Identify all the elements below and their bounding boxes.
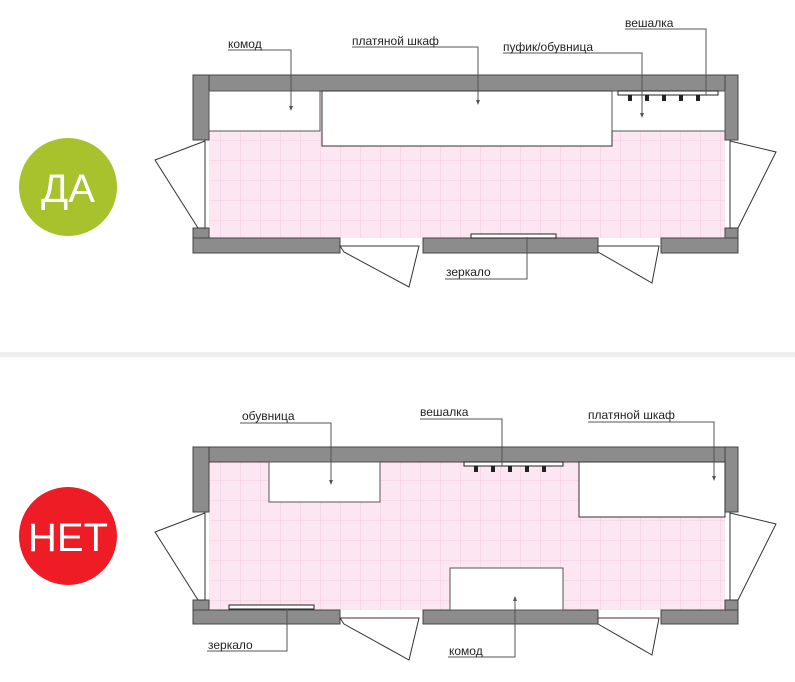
label-shoe-rack: обувница — [242, 409, 295, 423]
walls-correct — [192, 74, 739, 254]
plan-incorrect: НЕТ обувница вешалка платяной шкаф зерка… — [19, 405, 777, 661]
door-left — [154, 140, 206, 229]
door-left — [154, 512, 206, 601]
doors-incorrect — [154, 512, 777, 661]
badge-yes: ДА — [19, 138, 117, 236]
dresser-incorrect — [449, 567, 564, 611]
mirror-correct — [470, 233, 557, 239]
label-wardrobe: платяной шкаф — [588, 408, 675, 422]
hanger-hook — [628, 95, 632, 101]
badge-yes-circle — [19, 138, 117, 236]
badge-no-label: НЕТ — [28, 516, 108, 560]
door-bottom-1 — [339, 245, 420, 288]
shoe-rack-incorrect — [268, 461, 381, 503]
label-mirror: зеркало — [208, 638, 253, 652]
badge-yes-label: ДА — [41, 167, 95, 211]
doors-correct — [154, 140, 777, 288]
label-mirror: зеркало — [446, 265, 491, 279]
dresser-correct — [208, 90, 321, 132]
coat-hanger-incorrect — [463, 461, 564, 472]
mirror-incorrect — [228, 604, 315, 610]
label-dresser: комод — [449, 644, 483, 658]
hanger-hook — [662, 95, 666, 101]
door-bottom-2 — [597, 245, 660, 284]
badge-no: НЕТ — [19, 487, 117, 585]
leaders-incorrect — [207, 418, 715, 658]
hanger-hook — [542, 466, 546, 472]
label-coat-hanger: вешалка — [420, 405, 469, 419]
leaders-correct — [228, 28, 707, 280]
walls-incorrect — [192, 446, 739, 625]
plan-correct: ДА комод платяной шкаф пуфик/обувница ве… — [19, 16, 777, 288]
wardrobe-correct — [321, 90, 613, 147]
label-pouf-shoe-rack: пуфик/обувница — [503, 40, 593, 54]
leader-arrows-incorrect — [329, 476, 716, 601]
label-coat-hanger: вешалка — [625, 16, 674, 30]
hanger-hook — [645, 95, 649, 101]
leader-arrows-correct — [289, 100, 644, 118]
coat-hanger-correct — [617, 90, 719, 101]
hanger-hook — [679, 95, 683, 101]
badge-no-circle — [19, 487, 117, 585]
door-right — [729, 512, 777, 601]
hanger-hook — [525, 466, 529, 472]
label-wardrobe: платяной шкаф — [352, 34, 439, 48]
section-divider — [0, 352, 795, 357]
hanger-hook — [696, 95, 700, 101]
door-bottom-2 — [597, 617, 660, 656]
hanger-hook — [474, 466, 478, 472]
hanger-hook — [491, 466, 495, 472]
label-dresser: комод — [228, 37, 262, 51]
door-bottom-1 — [339, 617, 420, 661]
wardrobe-incorrect — [578, 461, 726, 518]
hanger-hook — [508, 466, 512, 472]
door-right — [729, 140, 777, 229]
